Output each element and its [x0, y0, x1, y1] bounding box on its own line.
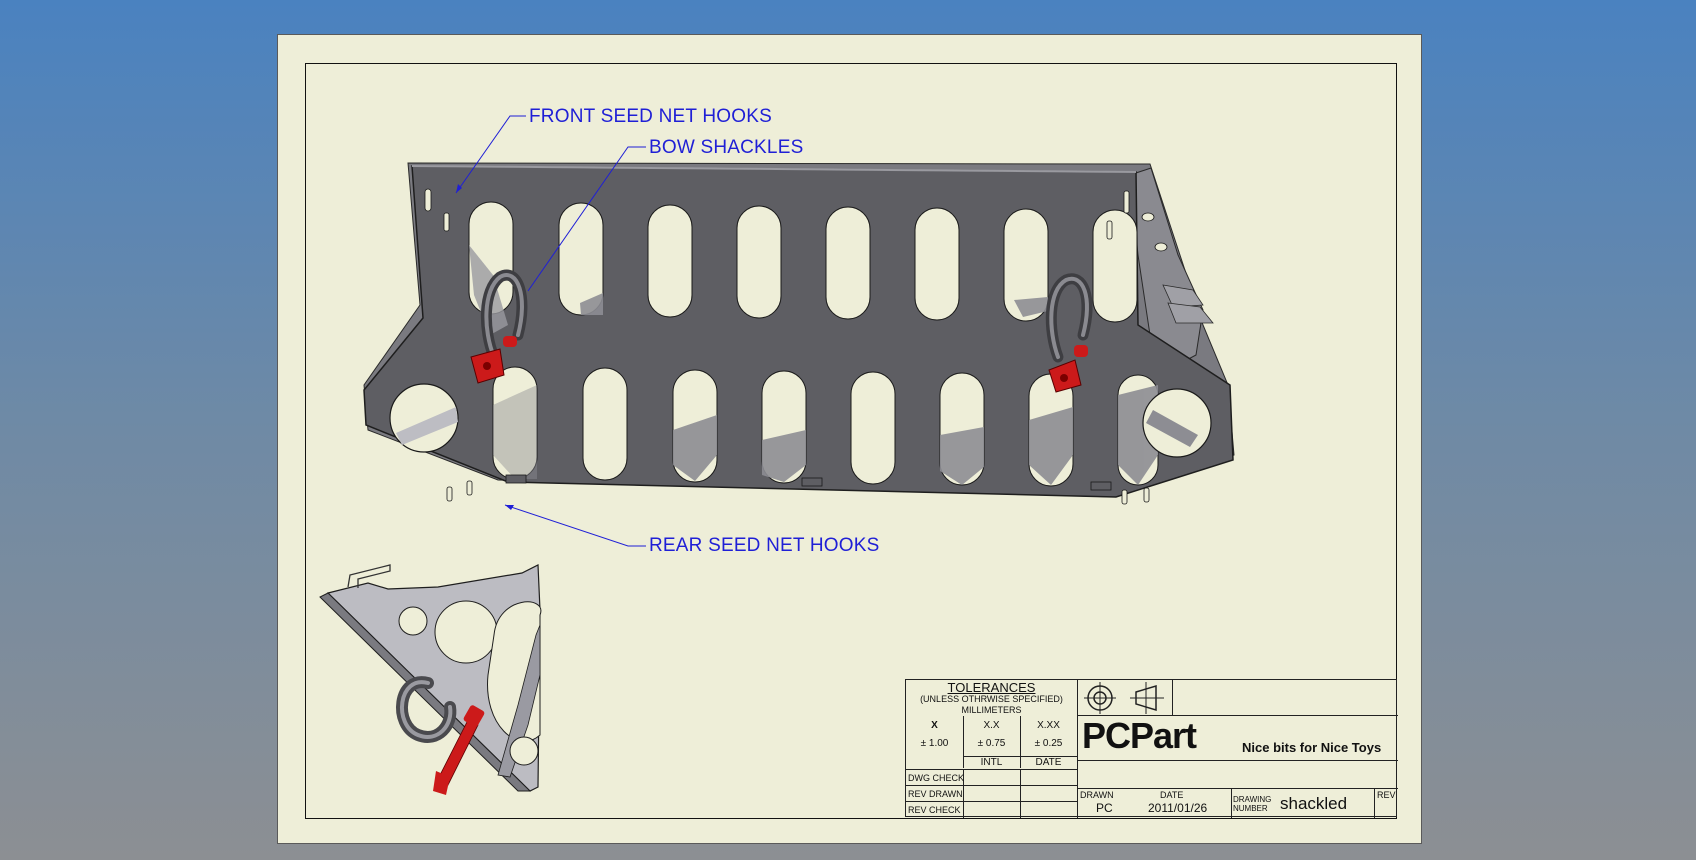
- callout-rear-seed-net-hooks: REAR SEED NET HOOKS: [649, 535, 880, 556]
- drawing-number-label-line2: NUMBER: [1233, 804, 1268, 813]
- tolerances-units: MILLIMETERS: [961, 705, 1022, 715]
- drawing-number-label-line1: DRAWING: [1233, 795, 1272, 804]
- drawing-sheet: FRONT SEED NET HOOKS BOW SHACKLES REAR S…: [277, 34, 1422, 844]
- tolerances-subtitle: (UNLESS OTHRWISE SPECIFIED): [920, 694, 1063, 704]
- tolerance-header-x: X: [931, 720, 938, 731]
- drawn-label: DRAWN: [1080, 790, 1114, 800]
- tolerance-value-x: ± 1.00: [920, 738, 949, 749]
- hook-slots: [424, 188, 1150, 505]
- tolerance-header-xx: X.X: [983, 720, 1000, 731]
- upper-slots: [468, 201, 1138, 323]
- leader-lines: [455, 115, 646, 547]
- tolerance-value-xxx: ± 0.25: [1034, 738, 1063, 749]
- drawn-value: PC: [1096, 801, 1113, 815]
- part-drawing: [319, 115, 1235, 795]
- col-date: DATE: [1035, 757, 1062, 768]
- shackle-left: [470, 269, 528, 384]
- date-value: 2011/01/26: [1148, 801, 1208, 815]
- side-view-part: [319, 564, 542, 795]
- rev-label: REV: [1377, 790, 1396, 800]
- row-rev-drawn: REV DRAWN: [908, 789, 963, 799]
- title-block: TOLERANCES (UNLESS OTHRWISE SPECIFIED) M…: [905, 679, 1398, 818]
- drawing-number-label: DRAWING NUMBER: [1233, 795, 1271, 813]
- tolerances-title: TOLERANCES: [947, 680, 1036, 695]
- col-intl: INTL: [980, 757, 1003, 768]
- date-label: DATE: [1160, 790, 1184, 800]
- third-angle-projection-icon: [1130, 682, 1164, 714]
- callout-bow-shackles: BOW SHACKLES: [649, 137, 804, 158]
- shackle-right: [1045, 273, 1093, 393]
- tolerance-header-xxx: X.XX: [1037, 720, 1060, 731]
- main-part-view: [363, 162, 1235, 505]
- drawing-number-value: shackled: [1280, 794, 1348, 813]
- company-name: PCPart: [1082, 715, 1197, 756]
- company-tagline: Nice bits for Nice Toys: [1242, 740, 1382, 755]
- drawing-border: [305, 63, 1397, 819]
- target-symbol-icon: [1084, 682, 1116, 714]
- row-dwg-check: DWG CHECK: [908, 773, 964, 783]
- row-rev-check: REV CHECK: [908, 805, 961, 815]
- callout-front-seed-net-hooks: FRONT SEED NET HOOKS: [529, 106, 772, 127]
- tolerance-value-xx: ± 0.75: [977, 738, 1006, 749]
